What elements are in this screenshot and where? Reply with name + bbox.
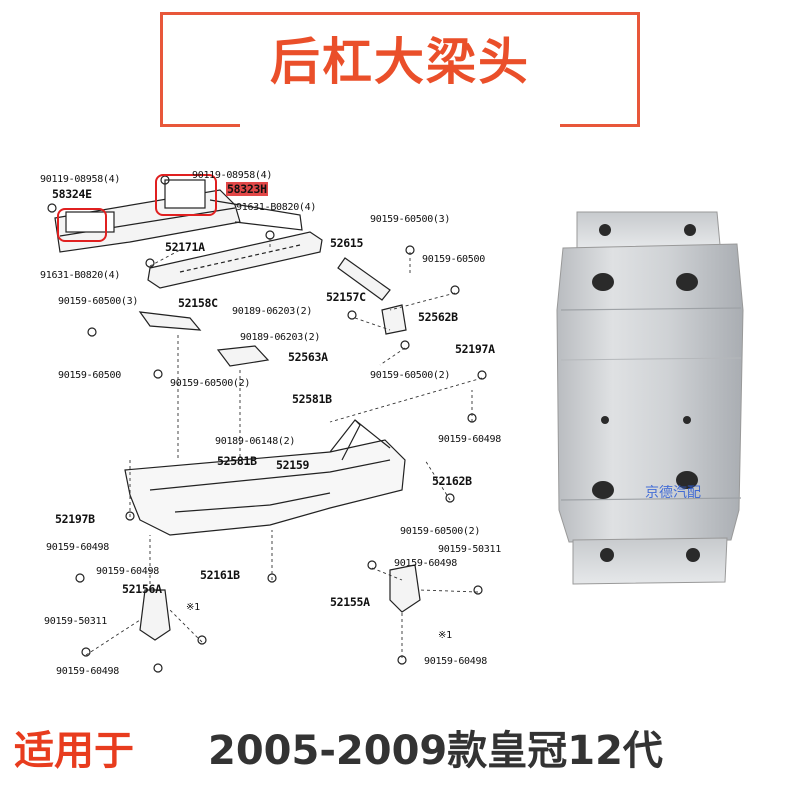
part-label: 90159-60500(2) — [400, 526, 481, 537]
part-label: ※1 — [186, 602, 200, 613]
page-title: 后杠大梁头 — [270, 33, 530, 91]
part-label: 52156A — [122, 582, 162, 596]
part-label: 90159-60498 — [56, 666, 119, 677]
part-label: 90159-60498 — [96, 566, 159, 577]
title-frame — [160, 12, 640, 127]
part-label: ※1 — [438, 630, 452, 641]
part-label: 90159-60498 — [46, 542, 109, 553]
part-label: 90159-60500(3) — [58, 296, 139, 307]
caption-model: 2005-2009款皇冠12代 — [208, 728, 663, 774]
part-label: 52197B — [55, 512, 95, 526]
part-label: 91631-B0820(4) — [236, 202, 317, 213]
part-label: 52581B — [292, 392, 332, 406]
part-label: 90189-06203(2) — [240, 332, 321, 343]
part-label: 90189-06203(2) — [232, 306, 313, 317]
part-label: 90159-50311 — [44, 616, 107, 627]
part-label: 52197A — [455, 342, 495, 356]
part-label: 52615 — [330, 236, 364, 250]
part-label: 90159-60500(2) — [170, 378, 251, 389]
watermark: 京德汽配 — [645, 485, 701, 501]
parts-diagram-drawing — [47, 175, 487, 673]
part-label: 52158C — [178, 296, 218, 310]
part-label: 52563A — [288, 350, 328, 364]
highlight-box-58324E — [57, 208, 107, 242]
part-label: 52562B — [418, 310, 458, 324]
part-label: 90189-06148(2) — [215, 436, 296, 447]
part-label: 91631-B0820(4) — [40, 270, 121, 281]
highlight-box-58323H — [155, 174, 217, 216]
part-label: 52155A — [330, 595, 370, 609]
part-label: 52159 — [276, 458, 310, 472]
part-label: 90119-08958(4) — [40, 174, 121, 185]
part-label: 52157C — [326, 290, 366, 304]
part-label: 52171A — [165, 240, 205, 254]
part-label: 90159-60498 — [424, 656, 487, 667]
part-label: 90159-60500 — [422, 254, 485, 265]
part-label: 52161B — [200, 568, 240, 582]
part-label: 90119-08958(4) — [192, 170, 273, 181]
part-label: 90159-60500 — [58, 370, 121, 381]
part-label: 58324E — [52, 187, 92, 201]
product-photo — [555, 210, 755, 590]
part-label: 90159-50311 — [438, 544, 501, 555]
metal-plate-image — [556, 211, 744, 585]
part-label-highlighted: 58323H — [226, 182, 268, 196]
part-label: 90159-60498 — [394, 558, 457, 569]
part-label: 90159-60500(3) — [370, 214, 451, 225]
part-label: 52162B — [432, 474, 472, 488]
caption-prefix: 适用于 — [14, 728, 134, 774]
part-label: 52581B — [217, 454, 257, 468]
caption: 适用于 2005-2009款皇冠12代 — [0, 718, 800, 778]
parts-diagram: 90119-08958(4) 58324E 90119-08958(4) 583… — [30, 160, 530, 690]
part-label: 90159-60500(2) — [370, 370, 451, 381]
part-label: 90159-60498 — [438, 434, 501, 445]
